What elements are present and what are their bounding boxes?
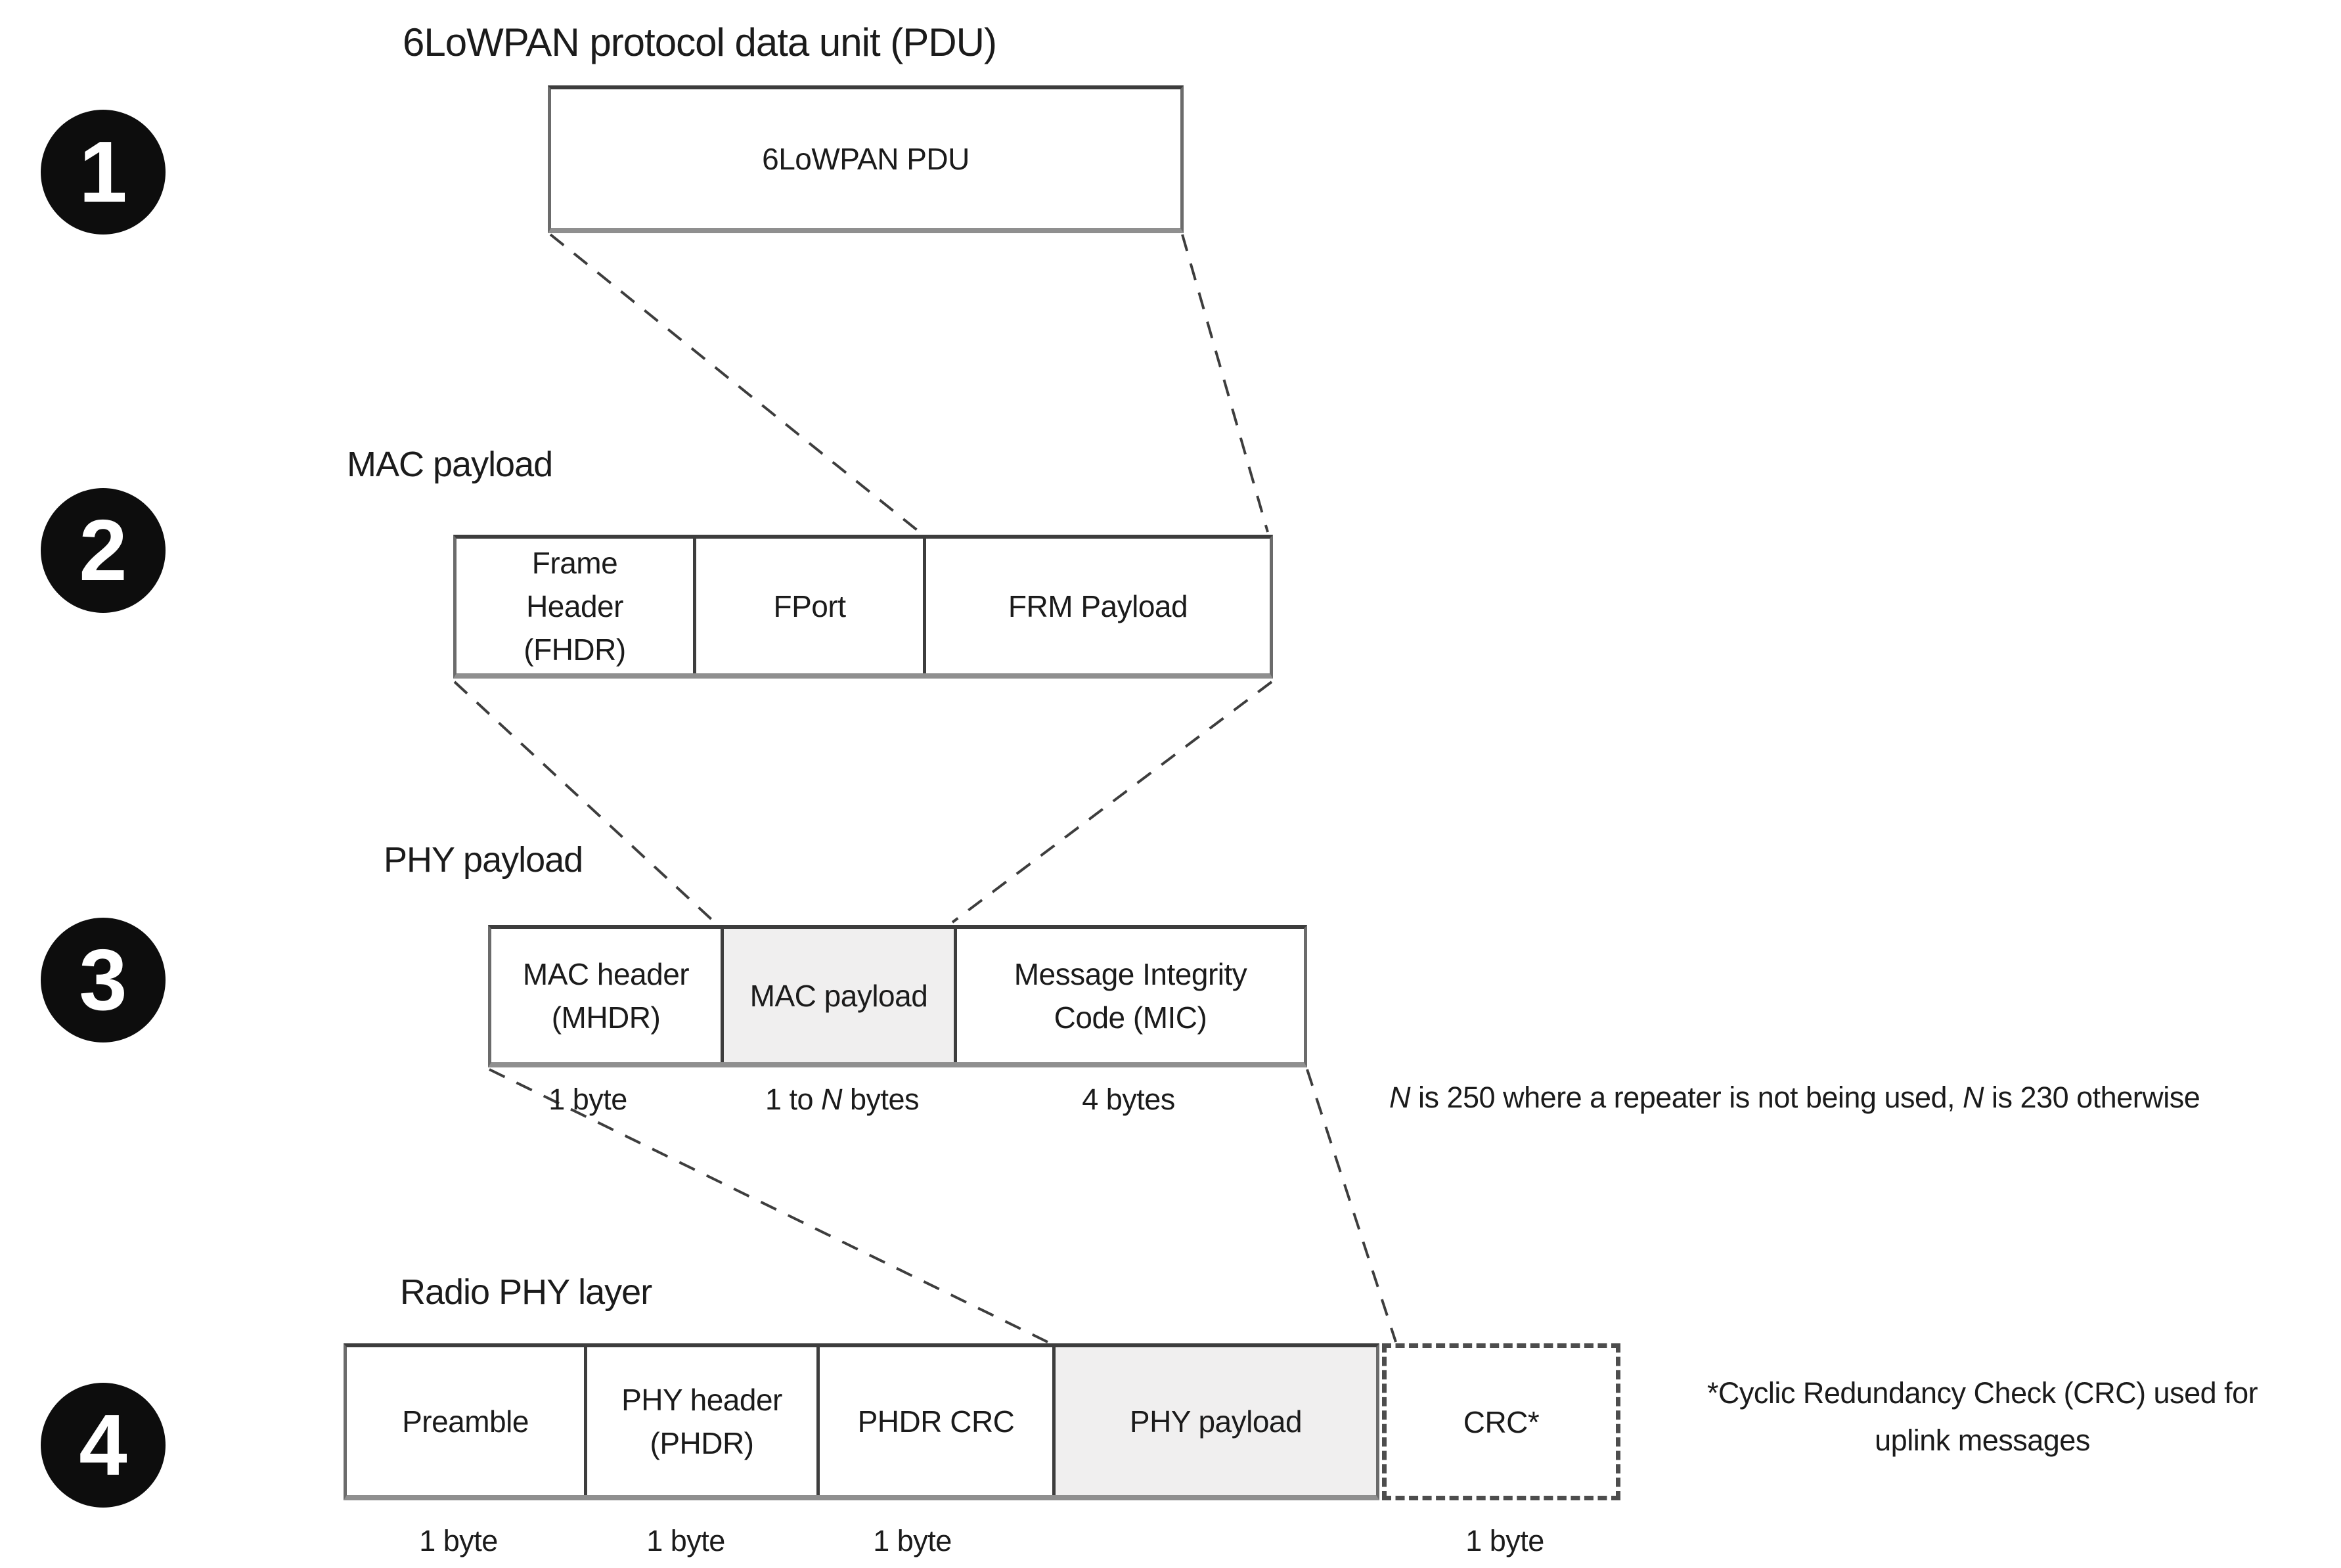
mic-cell: Message Integrity Code (MIC) bbox=[954, 929, 1304, 1062]
cell-line: Frame bbox=[531, 545, 618, 580]
page-title: 6LoWPAN protocol data unit (PDU) bbox=[403, 20, 997, 64]
step-badge-2: 2 bbox=[41, 488, 166, 613]
step-number: 2 bbox=[79, 502, 127, 598]
cell-line: MAC header bbox=[522, 956, 690, 991]
size-text: 1 to bbox=[765, 1083, 821, 1116]
cell-line: FPort bbox=[773, 589, 846, 623]
step-number: 3 bbox=[79, 931, 127, 1028]
step-number: 4 bbox=[79, 1397, 127, 1493]
phdr-crc-cell: PHDR CRC bbox=[816, 1347, 1052, 1495]
phy-payload-heading: PHY payload bbox=[384, 840, 583, 880]
phdr-size-label: 1 byte bbox=[646, 1524, 725, 1557]
connector-mac-to-phy-left bbox=[453, 681, 716, 924]
mac-header-cell: MAC header (MHDR) bbox=[491, 929, 721, 1062]
frame-header-cell: Frame Header (FHDR) bbox=[457, 539, 693, 673]
n-variable: N bbox=[1963, 1081, 1984, 1114]
size-text: bytes bbox=[842, 1083, 920, 1116]
radio-phy-frame: Preamble PHY header (PHDR) PHDR CRC PHY … bbox=[344, 1343, 1379, 1500]
pdu-box-label: 6LoWPAN PDU bbox=[762, 141, 970, 176]
phy-payload-cell: PHY payload bbox=[1052, 1347, 1376, 1495]
radio-phy-heading: Radio PHY layer bbox=[400, 1272, 652, 1312]
cell-line: PHY payload bbox=[1129, 1404, 1303, 1439]
step-number: 1 bbox=[79, 123, 127, 220]
phy-payload-frame: MAC header (MHDR) MAC payload Message In… bbox=[488, 925, 1307, 1067]
n-variable: N bbox=[821, 1083, 843, 1116]
preamble-size-label: 1 byte bbox=[419, 1524, 498, 1557]
crc-box: CRC* bbox=[1382, 1343, 1620, 1500]
cell-line: Header bbox=[526, 589, 623, 623]
cell-line: (MHDR) bbox=[551, 1000, 661, 1035]
phy-header-cell: PHY header (PHDR) bbox=[584, 1347, 816, 1495]
connector-mac-to-phy-right bbox=[951, 681, 1273, 924]
cell-line: (PHDR) bbox=[650, 1425, 754, 1460]
crc-note: *Cyclic Redundancy Check (CRC) used for … bbox=[1680, 1370, 2285, 1464]
crc-note-line2: uplink messages bbox=[1875, 1423, 2090, 1457]
connector-pdu-to-mac-right bbox=[1181, 234, 1269, 533]
cell-line: Message Integrity bbox=[1014, 956, 1247, 991]
mhdr-size-label: 1 byte bbox=[548, 1083, 627, 1116]
pdu-box: 6LoWPAN PDU bbox=[548, 85, 1184, 233]
crc-note-line1: *Cyclic Redundancy Check (CRC) used for bbox=[1706, 1376, 2258, 1410]
preamble-cell: Preamble bbox=[347, 1347, 584, 1495]
cell-line: PHY header bbox=[621, 1382, 782, 1417]
frm-payload-cell: FRM Payload bbox=[923, 539, 1270, 673]
mac-payload-frame: Frame Header (FHDR) FPort FRM Payload bbox=[453, 535, 1273, 679]
cell-line: Preamble bbox=[402, 1404, 529, 1439]
step-badge-4: 4 bbox=[41, 1383, 166, 1508]
cell-line: (FHDR) bbox=[524, 632, 626, 667]
mac-payload-size-label: 1 to N bytes bbox=[765, 1083, 920, 1117]
mac-payload-cell: MAC payload bbox=[721, 929, 954, 1062]
mic-size-label: 4 bytes bbox=[1082, 1083, 1175, 1116]
crc-box-label: CRC* bbox=[1463, 1404, 1540, 1439]
mac-payload-heading: MAC payload bbox=[347, 445, 553, 484]
step-badge-1: 1 bbox=[41, 110, 166, 235]
n-variable: N bbox=[1389, 1081, 1411, 1114]
note-text: is 230 otherwise bbox=[1984, 1081, 2200, 1114]
step-badge-3: 3 bbox=[41, 918, 166, 1042]
fport-cell: FPort bbox=[693, 539, 923, 673]
cell-line: Code (MIC) bbox=[1054, 1000, 1207, 1035]
cell-line: PHDR CRC bbox=[857, 1404, 1015, 1439]
crc-size-label: 1 byte bbox=[1465, 1524, 1544, 1557]
connector-phy-to-radio-right bbox=[1306, 1069, 1397, 1343]
n-note: N is 250 where a repeater is not being u… bbox=[1389, 1081, 2200, 1115]
note-text: is 250 where a repeater is not being use… bbox=[1410, 1081, 1963, 1114]
cell-line: MAC payload bbox=[749, 978, 928, 1013]
connector-pdu-to-mac-left bbox=[549, 233, 921, 533]
cell-line: FRM Payload bbox=[1008, 589, 1188, 623]
phdr-crc-size-label: 1 byte bbox=[873, 1524, 952, 1557]
